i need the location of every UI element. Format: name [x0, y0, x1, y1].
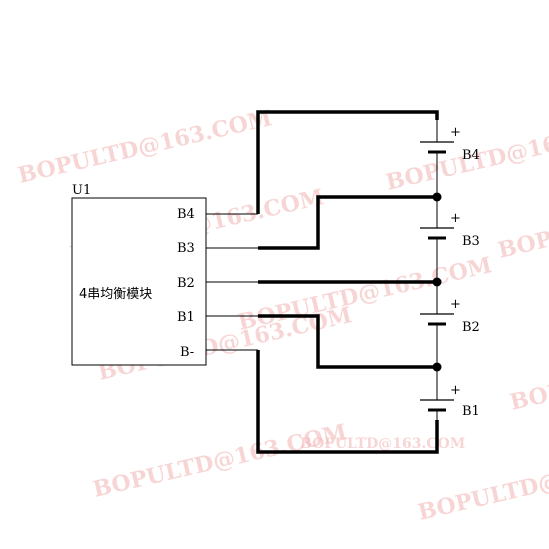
battery-plus: +: [450, 297, 461, 312]
junctions: [432, 192, 442, 372]
wire-b3: [258, 195, 437, 250]
battery-plus: +: [450, 211, 461, 226]
watermark: BOPULTD@163.COM: [496, 180, 549, 264]
pin-label-bminus: B-: [180, 345, 194, 360]
junction-dot: [432, 362, 442, 372]
pin-label-b4: B4: [177, 207, 195, 222]
module-box: [71, 197, 207, 366]
watermark: BOPULTD@163.COM: [91, 419, 350, 503]
battery-plus: +: [450, 383, 461, 398]
battery-label-b1: B1: [462, 404, 480, 419]
battery-plus: +: [450, 125, 461, 140]
pin-label-b2: B2: [177, 276, 195, 291]
battery-b1: + B1: [420, 383, 480, 419]
battery-label-b4: B4: [462, 148, 480, 163]
module-name: 4串均衡模块: [79, 287, 152, 302]
watermark: BOPULTD@163.COM: [416, 442, 549, 526]
wire-b1: [258, 314, 437, 369]
module-ref: U1: [72, 183, 91, 198]
watermark: BOPULTD@163.COM: [508, 332, 549, 416]
junction-dot: [432, 277, 442, 287]
battery-label-b3: B3: [462, 234, 480, 249]
battery-b4: + B4: [420, 125, 480, 163]
battery-b3: + B3: [420, 211, 480, 249]
pin-label-b3: B3: [177, 241, 195, 256]
watermark: BOPULTD@163.COM: [300, 436, 465, 452]
watermark: BOPULTD@163.COM: [16, 105, 275, 189]
pin-leads: [206, 213, 258, 351]
balance-module: U1 4串均衡模块 B4 B3 B2 B1 B-: [71, 183, 207, 366]
pin-label-b1: B1: [177, 310, 195, 325]
junction-dot: [432, 192, 442, 202]
wiring: [256, 110, 439, 454]
battery-b2: + B2: [420, 297, 480, 335]
battery-label-b2: B2: [462, 320, 480, 335]
watermark: BOPULTD@163.COM: [236, 252, 495, 336]
